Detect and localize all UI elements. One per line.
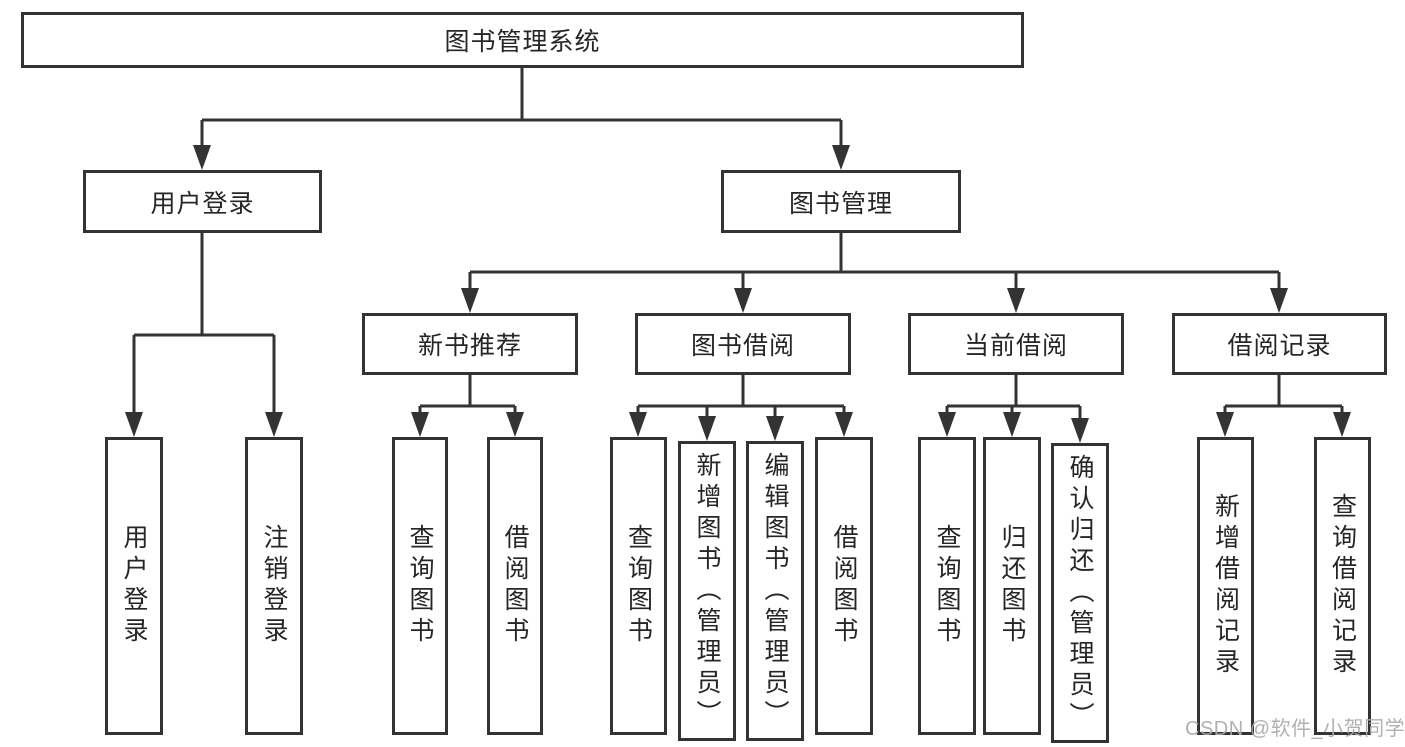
node-label: 新书推荐: [417, 332, 522, 360]
node-label: 查询图书: [624, 524, 653, 648]
leaf-borrow-books: 借阅图书: [487, 437, 543, 735]
node-current-borrowing: 当前借阅: [908, 313, 1124, 375]
node-label: 图书管理: [788, 189, 893, 218]
node-label: 确认归还（管理员）: [1066, 453, 1094, 733]
node-user-login: 用户登录: [83, 170, 322, 233]
node-library-management-system: 图书管理系统: [21, 12, 1024, 68]
leaf-add-books-admin: 新增图书（管理员）: [678, 441, 736, 741]
node-label: 查询图书: [406, 524, 434, 648]
leaf-confirm-return-admin: 确认归还（管理员）: [1051, 443, 1109, 743]
node-label: 新增借阅记录: [1211, 493, 1240, 679]
leaf-add-borrow-record: 新增借阅记录: [1197, 437, 1254, 735]
leaf-logout: 注销登录: [245, 437, 303, 735]
connector-book-management: [461, 233, 1288, 313]
leaf-query-books: 查询图书: [610, 437, 667, 735]
node-label: 查询图书: [933, 524, 961, 648]
node-label: 用户登录: [120, 524, 148, 648]
node-borrowing-records: 借阅记录: [1172, 313, 1387, 375]
node-book-management: 图书管理: [721, 170, 961, 233]
node-label: 借阅图书: [501, 524, 529, 648]
leaf-edit-books-admin: 编辑图书（管理员）: [746, 441, 804, 741]
node-label: 查询借阅记录: [1328, 493, 1357, 679]
node-label: 图书管理系统: [444, 28, 601, 56]
connector-book-borrowing: [629, 375, 853, 441]
node-label: 用户登录: [150, 189, 255, 218]
connector-current-borrowing: [938, 375, 1089, 443]
csdn-watermark: CSDN @软件_小贺同学: [1185, 718, 1405, 740]
node-label: 注销登录: [260, 524, 288, 648]
leaf-query-books: 查询图书: [392, 437, 448, 735]
node-label: 借阅图书: [830, 524, 858, 648]
node-label: 新增图书（管理员）: [693, 451, 721, 731]
connector-new-book-recommendation: [411, 375, 524, 437]
connector-user-login: [125, 233, 283, 437]
node-label: 借阅记录: [1227, 332, 1332, 360]
connector-root: [193, 68, 850, 170]
node-book-borrowing: 图书借阅: [635, 313, 851, 375]
leaf-borrow-books: 借阅图书: [815, 437, 873, 735]
connector-borrowing-records: [1216, 375, 1351, 437]
leaf-query-borrow-record: 查询借阅记录: [1314, 437, 1371, 735]
node-label: 编辑图书（管理员）: [761, 451, 789, 731]
node-label: 归还图书: [998, 524, 1026, 648]
node-label: 当前借阅: [963, 332, 1068, 360]
node-label: 图书借阅: [690, 332, 795, 360]
leaf-return-books: 归还图书: [983, 437, 1041, 735]
leaf-user-login: 用户登录: [105, 437, 163, 735]
leaf-query-books: 查询图书: [918, 437, 976, 735]
node-new-book-recommendation: 新书推荐: [362, 313, 578, 375]
